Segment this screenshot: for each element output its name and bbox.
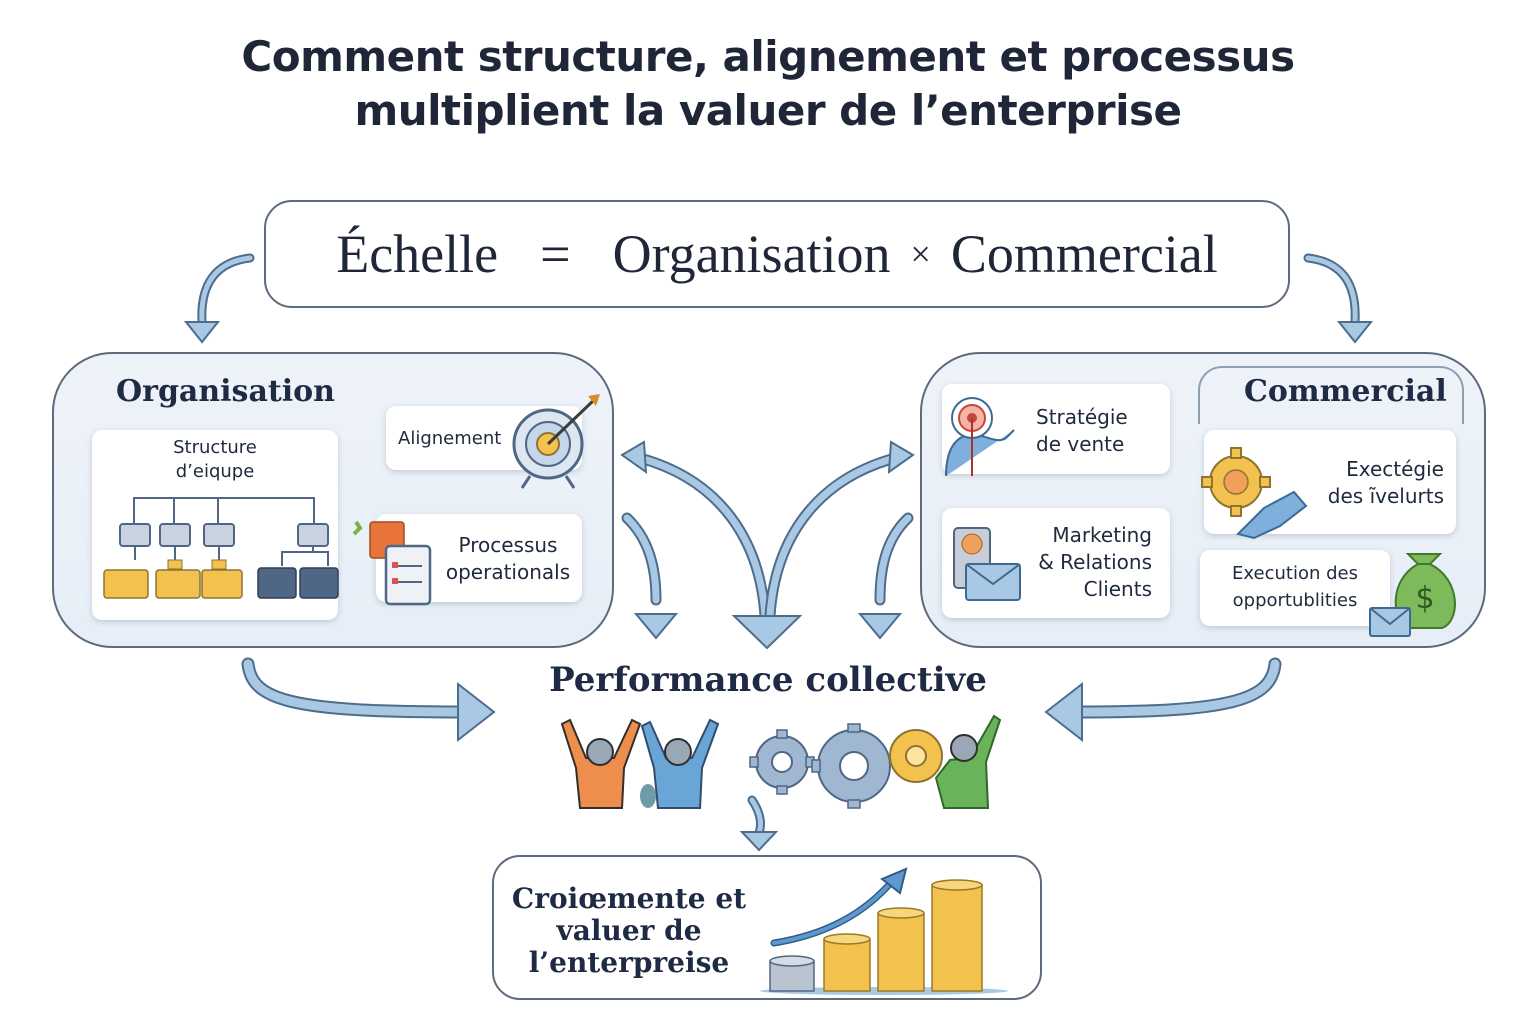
strategie-line-2: de vente <box>1036 432 1125 456</box>
processus-line-2: operationals <box>445 560 571 584</box>
growth-box: Croiœmente et valuer de l’enterpreise <box>492 855 1042 1000</box>
strategie-line-1: Stratégie <box>1036 405 1128 429</box>
equation-term-organisation: Organisation <box>612 224 891 284</box>
growth-line-3: l’enterpreise <box>528 946 730 979</box>
structure-line-1: Structure <box>173 437 257 458</box>
celebrating-people-icon <box>560 718 720 809</box>
processus-line-1: Processus <box>458 533 558 557</box>
marketing-line-2: & Relations <box>1038 550 1152 574</box>
envelope-icon <box>953 527 1021 601</box>
commercial-title: Commercial <box>1244 374 1447 409</box>
title-line-2: multiplient la valuer de l’enterprise <box>354 86 1182 135</box>
equation-operator: × <box>910 234 931 274</box>
performance-title: Performance collective <box>549 660 987 700</box>
target-arrow-icon <box>512 394 600 489</box>
rising-coin-stacks-icon <box>760 867 1008 995</box>
money-bag-icon: $ <box>1369 553 1456 637</box>
exectegie-line-1: Exectégie <box>1346 457 1444 481</box>
growth-line-1: Croiœmente et <box>511 882 747 915</box>
org-chart-icon <box>103 497 339 599</box>
person-target-icon <box>945 397 1015 477</box>
title-line-1: Comment structure, alignement et process… <box>241 32 1295 81</box>
execution-line-2: opportublities <box>1232 590 1358 611</box>
execution-line-1: Execution des <box>1232 563 1358 584</box>
card-execution-opportunities: Execution des opportublities <box>1200 550 1390 626</box>
card-structure-equipe: Structure d’eiqupe <box>92 430 339 620</box>
commercial-panel: Commercial Stratégie de vente Exectégie … <box>920 352 1486 648</box>
organisation-title: Organisation <box>116 374 335 409</box>
marketing-line-1: Marketing <box>1052 523 1152 547</box>
checklist-document-icon <box>352 520 432 606</box>
organisation-panel: Organisation Structure d’eiqupe Aligneme… <box>52 352 614 648</box>
commercial-title-frame <box>1198 366 1464 424</box>
equation-lhs: Échelle <box>336 224 499 284</box>
gear-handshake-icon <box>1201 447 1308 540</box>
alignement-label: Alignement <box>398 428 502 449</box>
equation-term-commercial: Commercial <box>950 224 1218 284</box>
gears-icon <box>749 723 943 809</box>
equation-equals: = <box>540 224 571 284</box>
equation-banner: Échelle = Organisation × Commercial <box>264 200 1290 308</box>
celebrating-person-icon <box>934 714 1002 809</box>
growth-line-2: valuer de <box>556 914 702 947</box>
svg-text:$: $ <box>1415 581 1434 616</box>
marketing-line-3: Clients <box>1083 577 1152 601</box>
structure-line-2: d’eiqupe <box>175 461 255 482</box>
exectegie-line-2: des ĩvelurts <box>1327 484 1444 508</box>
